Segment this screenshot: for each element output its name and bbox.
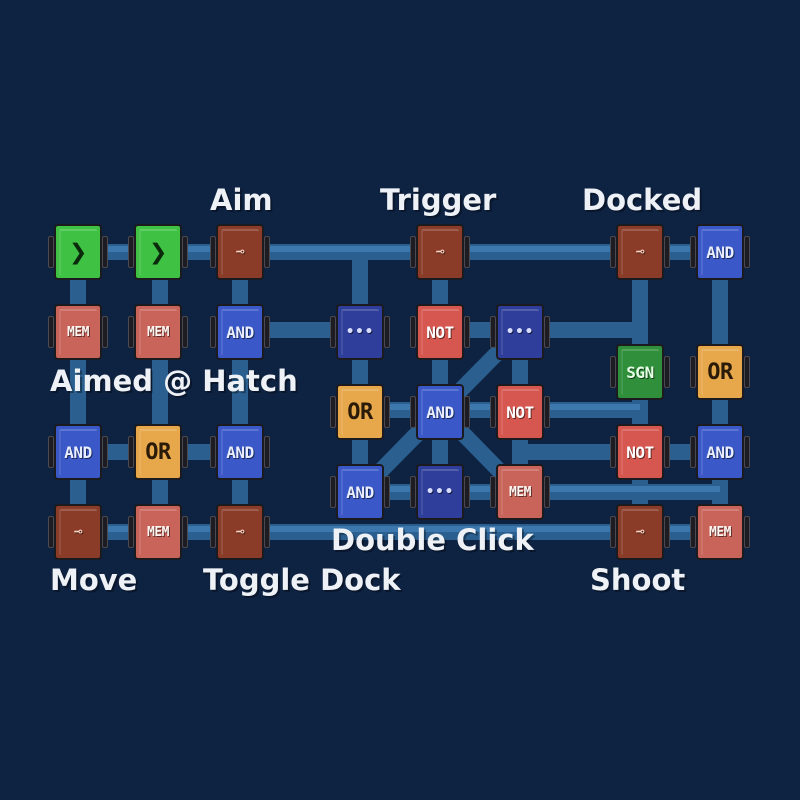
switch-trigger[interactable]: ⊸ <box>410 224 470 280</box>
gate-label: SGN <box>626 362 654 382</box>
switch-icon: ⊸ <box>636 244 644 260</box>
gate-label: AND <box>706 442 734 462</box>
gate-label: OR <box>145 439 171 465</box>
gate-label: AND <box>64 442 92 462</box>
not-gate-r4c7[interactable]: NOT <box>610 424 670 480</box>
and-gate-r4c1[interactable]: AND <box>48 424 108 480</box>
mem-gate-r5c8[interactable]: MEM <box>690 504 750 560</box>
gate-label: MEM <box>147 324 169 340</box>
delay-icon: ••• <box>425 484 455 500</box>
gate-label: AND <box>706 242 734 262</box>
and-gate-r4c8[interactable]: AND <box>690 424 750 480</box>
label-aim: Aim <box>210 183 273 217</box>
gate-label: MEM <box>709 524 731 540</box>
switch-icon: ⊸ <box>436 244 444 260</box>
delay-icon: ••• <box>505 324 535 340</box>
label-toggle-dock: Toggle Dock <box>203 563 401 597</box>
mem-gate-r5c2[interactable]: MEM <box>128 504 188 560</box>
gate-label: AND <box>346 482 374 502</box>
label-move: Move <box>50 563 138 597</box>
switch-move[interactable]: ⊸ <box>48 504 108 560</box>
not-gate-r2c5[interactable]: NOT <box>410 304 470 360</box>
delay-icon: ••• <box>345 324 375 340</box>
not-gate-r3c6[interactable]: NOT <box>490 384 550 440</box>
switch-icon: ⊸ <box>236 244 244 260</box>
label-shoot: Shoot <box>590 563 686 597</box>
or-gate-r4c2[interactable]: OR <box>128 424 188 480</box>
arrow-icon: ❯ <box>149 234 167 270</box>
label-double-click: Double Click <box>331 523 534 557</box>
delay-gate-r2c4[interactable]: ••• <box>330 304 390 360</box>
gate-label: NOT <box>426 322 454 342</box>
and-gate-r2c3[interactable]: AND <box>210 304 270 360</box>
switch-icon: ⊸ <box>636 524 644 540</box>
gate-label: OR <box>707 359 733 385</box>
gate-label: OR <box>347 399 373 425</box>
and-gate-r4c3[interactable]: AND <box>210 424 270 480</box>
switch-docked[interactable]: ⊸ <box>610 224 670 280</box>
switch-icon: ⊸ <box>74 524 82 540</box>
and-gate-r3c5[interactable]: AND <box>410 384 470 440</box>
switch-shoot[interactable]: ⊸ <box>610 504 670 560</box>
or-gate-r3c8[interactable]: OR <box>690 344 750 400</box>
gate-label: AND <box>426 402 454 422</box>
switch-aim[interactable]: ⊸ <box>210 224 270 280</box>
gate-label: MEM <box>67 324 89 340</box>
arrow-gate-move-1[interactable]: ❯ <box>48 224 108 280</box>
gate-label: MEM <box>509 484 531 500</box>
label-trigger: Trigger <box>380 183 497 217</box>
or-gate-r3c4[interactable]: OR <box>330 384 390 440</box>
sgn-gate-r3c7[interactable]: SGN <box>610 344 670 400</box>
mem-gate-r45c6[interactable]: MEM <box>490 464 550 520</box>
delay-gate-r2c6[interactable]: ••• <box>490 304 550 360</box>
label-docked: Docked <box>582 183 703 217</box>
gate-label: AND <box>226 322 254 342</box>
arrow-icon: ❯ <box>69 234 87 270</box>
switch-icon: ⊸ <box>236 524 244 540</box>
gate-label: MEM <box>147 524 169 540</box>
gate-label: AND <box>226 442 254 462</box>
mem-gate-r2c2[interactable]: MEM <box>128 304 188 360</box>
mem-gate-r2c1[interactable]: MEM <box>48 304 108 360</box>
switch-toggle-dock[interactable]: ⊸ <box>210 504 270 560</box>
arrow-gate-move-2[interactable]: ❯ <box>128 224 188 280</box>
and-gate-r1c8[interactable]: AND <box>690 224 750 280</box>
label-aimed-hatch: Aimed @ Hatch <box>50 364 298 398</box>
and-gate-r45c4[interactable]: AND <box>330 464 390 520</box>
delay-gate-r45c5[interactable]: ••• <box>410 464 470 520</box>
gate-label: NOT <box>626 442 654 462</box>
gate-label: NOT <box>506 402 534 422</box>
